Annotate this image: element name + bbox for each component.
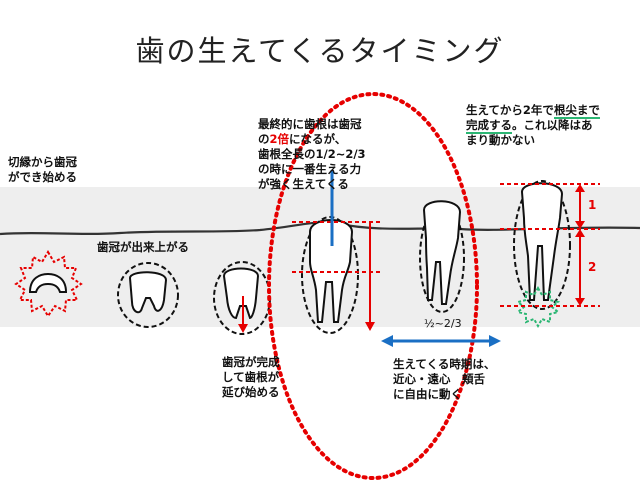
follicle-dashed [301, 216, 359, 334]
label-incisal-edge: 切縁から歯冠 ができ始める [8, 155, 77, 184]
complete-tooth [520, 182, 564, 301]
label-apex-complete: 生えてから2年で根尖まで 完成する。これ以降はあ まり動かない [466, 103, 600, 147]
stage2-crown [117, 262, 179, 328]
label-crown-complete: 歯冠が出来上がる [97, 240, 189, 254]
label-ratio: ½~2/3 [424, 317, 462, 330]
crown-shape [128, 271, 168, 314]
stage4-eruption [292, 170, 380, 334]
erupted-tooth [422, 200, 462, 305]
stage3-root-begin [213, 261, 271, 335]
blue-arrowhead-right [489, 335, 501, 347]
label-eruption-period: 生えてくる時期は、 近心・遠心 頬舌 に自由に動く [393, 357, 496, 401]
label-measure-2: 2 [588, 260, 597, 274]
label-measure-1: 1 [588, 198, 597, 212]
stage1-incisal-edge [14, 250, 83, 318]
page-title: 歯の生えてくるタイミング [135, 34, 505, 68]
follicle-dashed [513, 180, 571, 310]
red-measure-arrowhead [365, 322, 375, 331]
crown-root-shape [222, 267, 260, 320]
blue-arrowhead-left [381, 335, 393, 347]
stage6-complete [500, 180, 600, 329]
root-red-arrowhead [238, 324, 248, 333]
stage5-erupted [419, 200, 465, 313]
starburst-red [14, 250, 83, 318]
highlight-ellipse [267, 92, 479, 480]
follicle-dashed [117, 262, 179, 328]
starburst-green [515, 285, 561, 329]
incisal-crown [28, 272, 68, 293]
label-root-growth: 歯冠が完成 して歯根が 延び始める [222, 355, 280, 399]
label-final-root: 最終的に歯根は歯冠 の2倍になるが、 歯根全長の1/2~2/3 の時に一番生える… [258, 117, 366, 191]
